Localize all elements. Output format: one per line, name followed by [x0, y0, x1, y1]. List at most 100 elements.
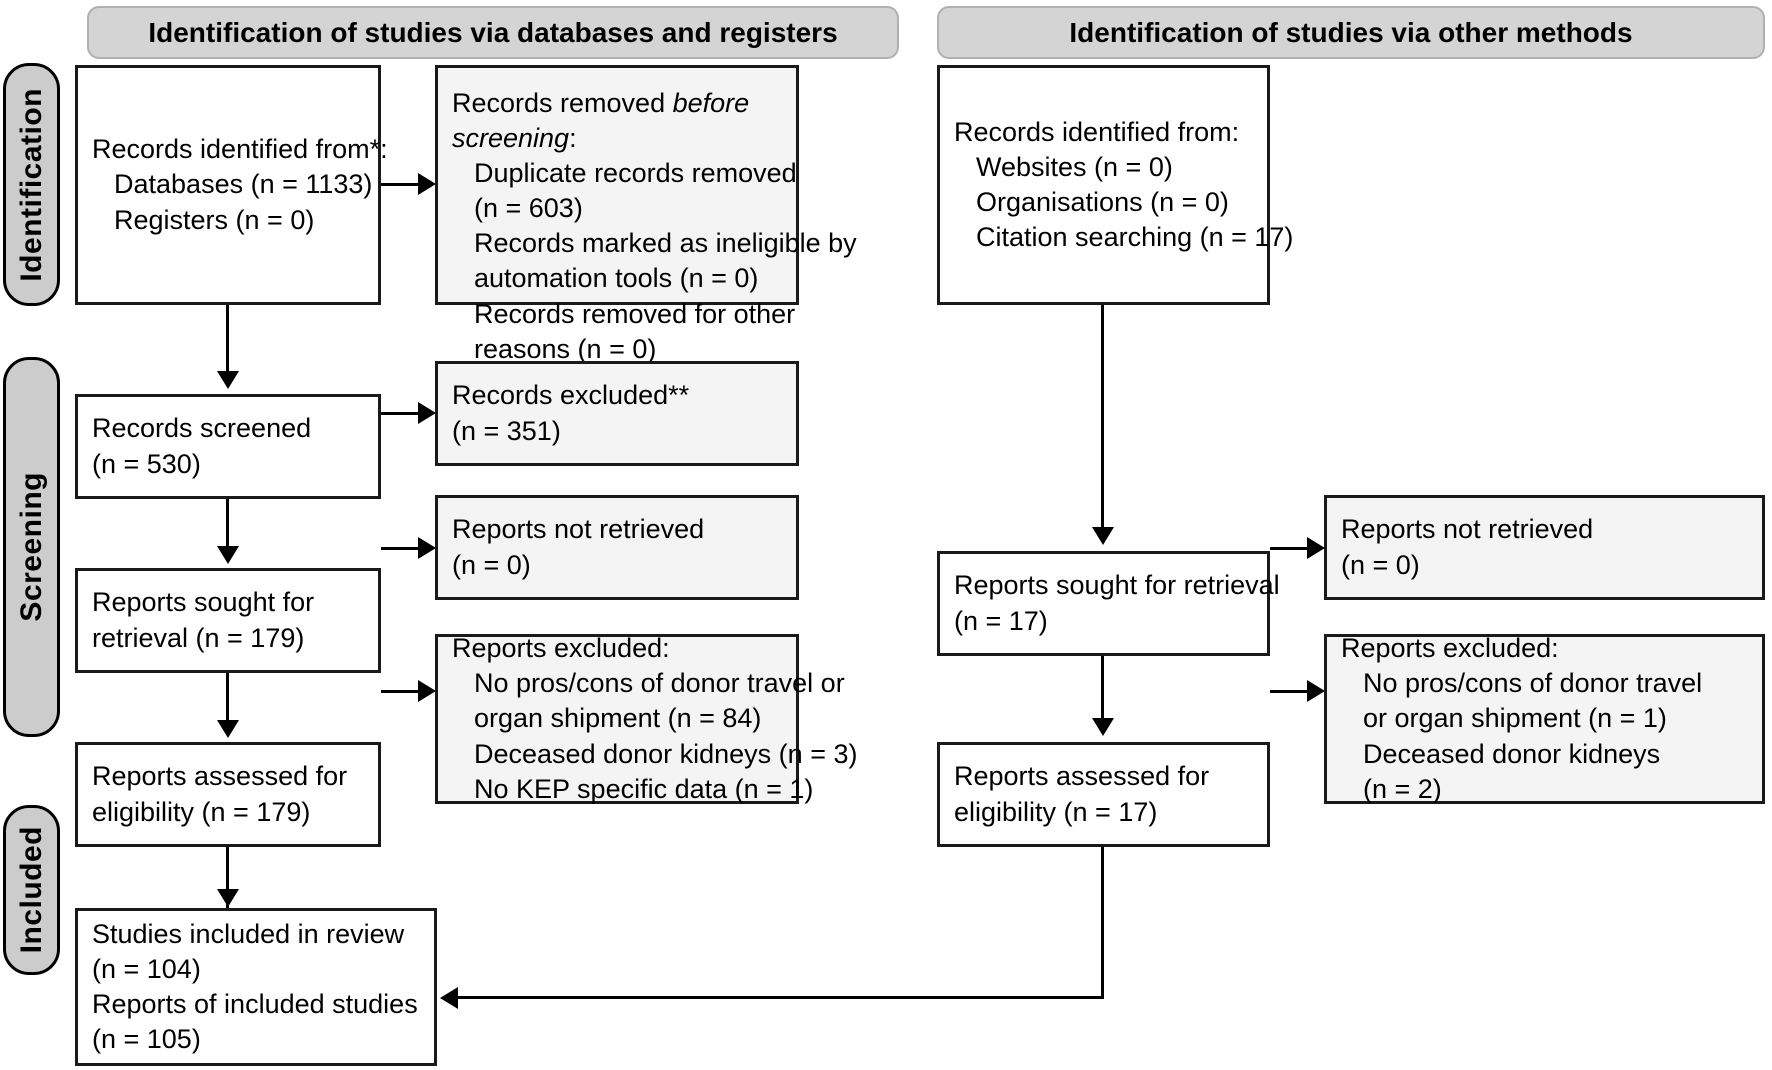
box-line: Records marked as ineligible by	[474, 228, 857, 259]
box-reports-assessed-databases: Reports assessed for eligibility (n = 17…	[75, 742, 381, 847]
box-line: Deceased donor kidneys	[1363, 738, 1661, 769]
column-header-databases-registers: Identification of studies via databases …	[87, 6, 899, 59]
box-line: Reports excluded:	[1341, 633, 1559, 664]
arrowhead-sought-to-not-retrieved	[418, 537, 436, 559]
connector-identified-to-removed	[381, 183, 419, 186]
box-reports-excluded-other: Reports excluded: No pros/cons of donor …	[1324, 633, 1765, 804]
arrowhead-screened-to-excluded	[418, 402, 436, 424]
box-line: Reports excluded:	[452, 633, 670, 664]
box-line: Databases (n = 1133)	[114, 169, 373, 200]
box-line: Citation searching (n = 17)	[976, 222, 1294, 253]
box-line: No KEP specific data (n = 1)	[474, 773, 814, 804]
column-header-label: Identification of studies via databases …	[148, 16, 838, 48]
box-line: (n = 351)	[452, 415, 561, 446]
box-line: Registers (n = 0)	[114, 204, 315, 235]
arrowhead-identified-to-screened	[217, 371, 239, 389]
phase-label-text: Included	[14, 826, 48, 954]
box-reports-not-retrieved-databases: Reports not retrieved (n = 0)	[435, 495, 799, 600]
phase-label-text: Identification	[14, 87, 48, 282]
box-line: Websites (n = 0)	[976, 151, 1173, 182]
box-line: Deceased donor kidneys (n = 3)	[474, 738, 858, 769]
connector-sought-to-not-retrieved	[381, 547, 419, 550]
box-line: retrieval (n = 179)	[92, 622, 305, 653]
arrowhead-other-to-included	[440, 987, 458, 1009]
connector-assessed-to-excluded	[381, 690, 419, 693]
arrowhead-identified-to-removed	[418, 173, 436, 195]
box-reports-sought-other: Reports sought for retrieval (n = 17)	[937, 551, 1280, 656]
arrowhead-assessed-other-to-excluded-other	[1307, 680, 1325, 702]
connector-screened-to-sought	[226, 499, 229, 549]
box-line: Records identified from:	[954, 116, 1240, 147]
box-line: Duplicate records removed	[474, 158, 797, 189]
connector-sought-other-to-not-retrieved-other	[1270, 547, 1308, 550]
box-line: (n = 603)	[474, 193, 583, 224]
box-records-removed-before-screening: Records removed before screening: Duplic…	[435, 65, 857, 364]
box-line: Records excluded**	[452, 380, 690, 411]
box-line: Reports not retrieved	[1341, 514, 1594, 545]
box-line-tail: :	[569, 123, 577, 154]
column-header-other-methods: Identification of studies via other meth…	[937, 6, 1765, 59]
box-line: Records removed before	[452, 86, 782, 121]
arrowhead-identified-other-to-sought-other	[1092, 527, 1114, 545]
phase-label-screening: Screening	[3, 357, 60, 737]
box-line: Reports not retrieved	[452, 514, 705, 545]
connector-identified-to-screened	[226, 305, 229, 373]
box-reports-assessed-other: Reports assessed for eligibility (n = 17…	[937, 742, 1270, 847]
box-line: Organisations (n = 0)	[976, 187, 1229, 217]
box-line: Reports sought for	[92, 587, 315, 618]
box-line: (n = 104)	[92, 953, 201, 984]
connector-other-to-included-horizontal	[458, 996, 1104, 999]
box-line: No pros/cons of donor travel	[1363, 668, 1703, 699]
box-line-emphasis: screening	[452, 123, 570, 154]
box-line: No pros/cons of donor travel or	[474, 668, 845, 699]
arrowhead-sought-other-to-not-retrieved-other	[1307, 537, 1325, 559]
box-line: Reports assessed for	[92, 761, 348, 792]
connector-other-to-included-vertical	[1101, 847, 1104, 999]
box-line: Reports of included studies	[92, 989, 418, 1019]
connector-identified-other-to-sought-other	[1101, 305, 1104, 529]
connector-sought-other-to-assessed-other	[1101, 656, 1104, 721]
box-line: Studies included in review	[92, 918, 405, 949]
box-reports-not-retrieved-other: Reports not retrieved (n = 0)	[1324, 495, 1765, 600]
column-header-label: Identification of studies via other meth…	[1069, 16, 1633, 48]
arrowhead-assessed-to-included	[217, 889, 239, 907]
box-studies-included: Studies included in review (n = 104) Rep…	[75, 908, 437, 1066]
box-reports-sought-databases: Reports sought for retrieval (n = 179)	[75, 568, 381, 673]
box-records-identified-databases: Records identified from*: Databases (n =…	[75, 65, 388, 305]
box-line: (n = 530)	[92, 448, 201, 479]
arrowhead-sought-to-assessed	[217, 720, 239, 738]
phase-label-included: Included	[3, 805, 60, 975]
phase-label-text: Screening	[14, 472, 48, 622]
box-records-screened: Records screened (n = 530)	[75, 394, 381, 499]
phase-label-identification: Identification	[3, 63, 60, 306]
connector-assessed-to-included	[226, 847, 229, 909]
box-line: reasons (n = 0)	[474, 333, 657, 364]
box-line: Records screened	[92, 413, 312, 444]
box-line-lead: Records removed	[452, 88, 673, 118]
box-line: eligibility (n = 17)	[954, 796, 1158, 827]
box-line: (n = 0)	[1341, 549, 1420, 580]
box-line: Reports sought for retrieval	[954, 570, 1280, 601]
box-reports-excluded-databases: Reports excluded: No pros/cons of donor …	[435, 633, 858, 804]
box-line: eligibility (n = 179)	[92, 796, 311, 827]
box-line: Records identified from*:	[92, 134, 388, 165]
arrowhead-screened-to-sought	[217, 546, 239, 564]
arrowhead-sought-other-to-assessed-other	[1092, 718, 1114, 736]
box-line: Reports assessed for	[954, 761, 1210, 792]
box-records-excluded: Records excluded** (n = 351)	[435, 361, 799, 466]
box-line: or organ shipment (n = 1)	[1363, 703, 1667, 734]
connector-assessed-other-to-excluded-other	[1270, 690, 1308, 693]
box-line: (n = 105)	[92, 1024, 201, 1055]
box-line: (n = 17)	[954, 605, 1048, 636]
box-records-identified-other: Records identified from: Websites (n = 0…	[937, 65, 1294, 305]
arrowhead-assessed-to-excluded	[418, 680, 436, 702]
box-line: screening:	[452, 121, 782, 156]
box-line: Records removed for other	[474, 298, 796, 329]
box-line: organ shipment (n = 84)	[474, 703, 762, 734]
box-line: (n = 0)	[452, 549, 531, 580]
box-line: automation tools (n = 0)	[474, 263, 759, 294]
box-line: (n = 2)	[1363, 773, 1442, 804]
box-line-emphasis: before	[672, 88, 750, 118]
connector-screened-to-excluded	[381, 412, 419, 415]
